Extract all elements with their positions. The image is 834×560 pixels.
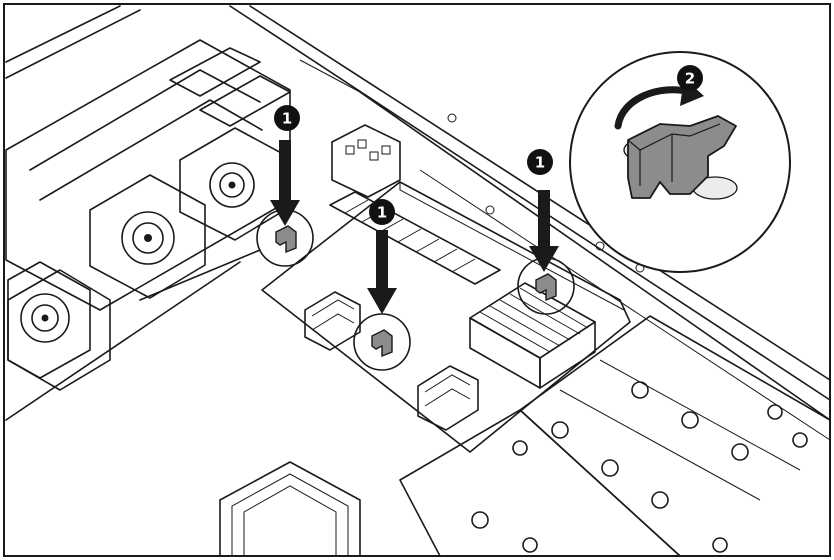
arrow-down-icon (529, 190, 559, 272)
circuit-board (261, 181, 631, 453)
callout-badge-1b: 1 (369, 199, 395, 225)
arrow-down-icon (270, 140, 300, 226)
riser-cage (219, 461, 361, 557)
fan-1 (89, 174, 206, 299)
callout-number: 1 (377, 204, 387, 222)
latch (627, 115, 737, 199)
arrow-down-icon (367, 230, 397, 314)
callout-number: 2 (685, 70, 695, 88)
callout-badge-1a: 1 (274, 105, 300, 131)
callout-number: 1 (535, 154, 545, 172)
heatsink (469, 282, 596, 389)
drive-bays (399, 315, 831, 557)
chassis (5, 5, 831, 441)
callout-number: 1 (282, 110, 292, 128)
fan-bank (5, 39, 291, 391)
memory-slots (329, 191, 501, 285)
connector-right (417, 365, 479, 431)
power-connector (331, 124, 401, 198)
callout-badge-2: 2 (677, 65, 703, 91)
connector-left (304, 291, 361, 351)
callout-badge-1c: 1 (527, 149, 553, 175)
detail-inset: 2 (569, 51, 791, 273)
fan-3 (7, 261, 91, 379)
